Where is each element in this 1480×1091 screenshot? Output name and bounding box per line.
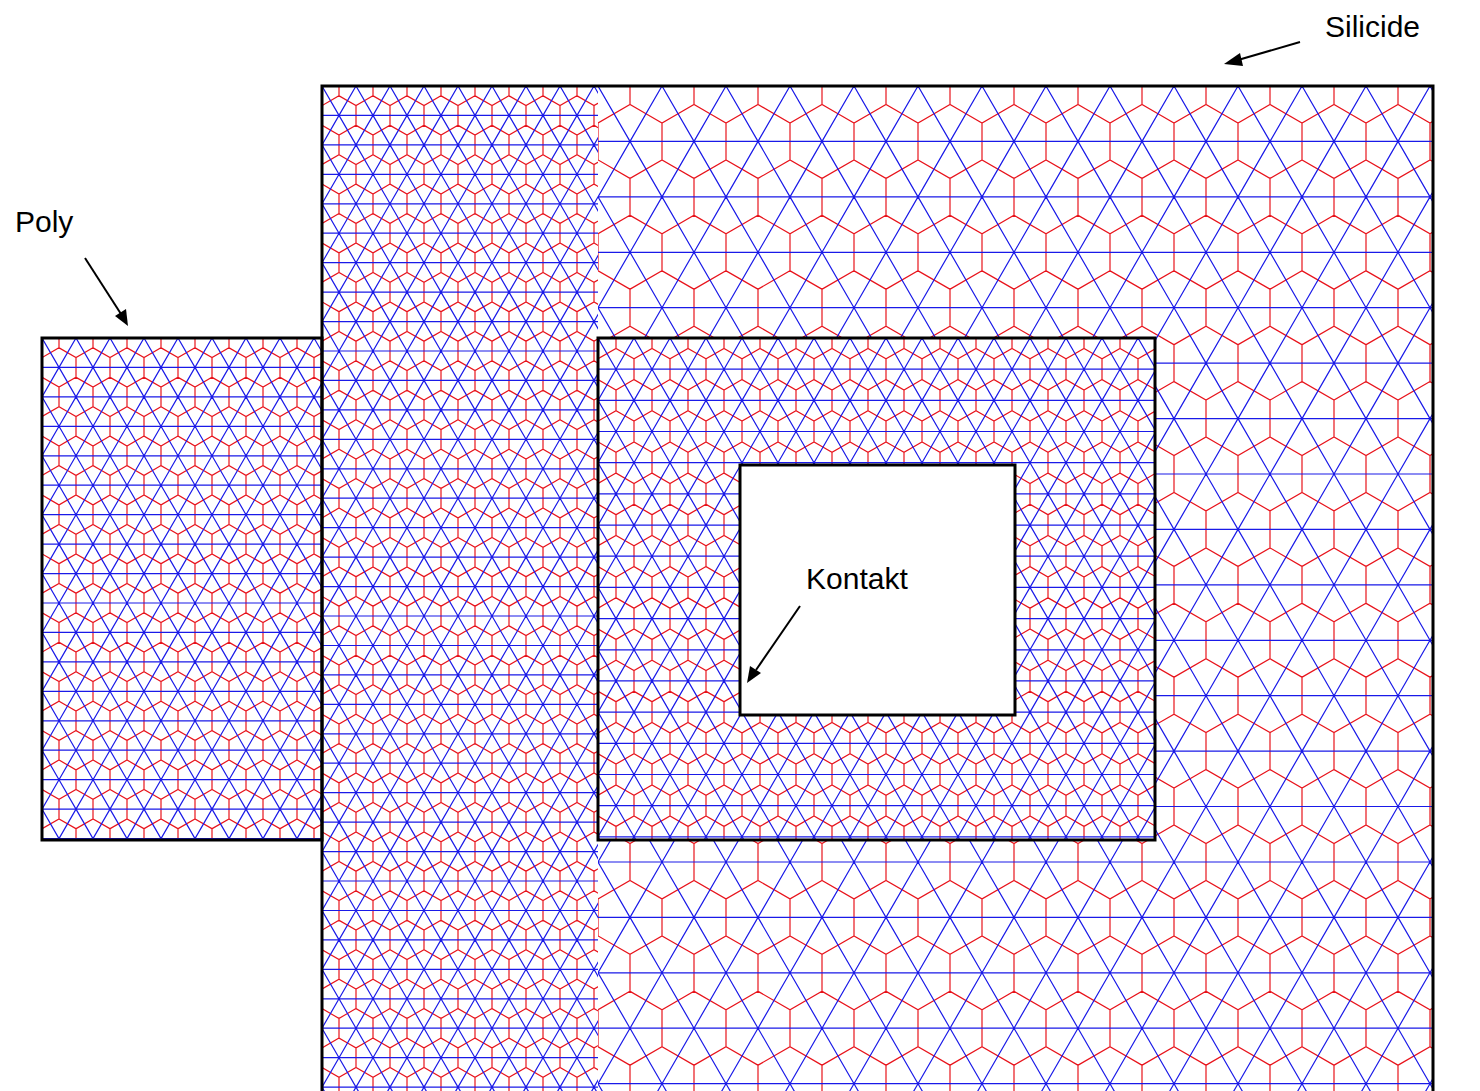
leader-line [1238,42,1300,60]
delaunay-edges [438,31,1480,1091]
leader-line [85,258,121,314]
arrowhead [1224,53,1243,66]
delaunay-edges [322,86,598,1091]
delaunay-edges [42,338,322,840]
delaunay-edges [508,307,1300,962]
contact-region [740,465,1015,715]
inner-outline [598,338,1155,840]
part-name: Poly [15,205,73,240]
arrowhead [747,666,761,683]
leader-line [756,606,800,670]
voronoi-edges [438,0,1480,1091]
part-name: Silicide [1325,10,1420,45]
poly-mesh [42,338,322,840]
silicide-mesh-coarse [438,0,1480,1091]
arrowhead [115,309,128,326]
silicide-outline [322,86,1433,1091]
poly-outline [42,338,322,840]
part-name: Kontakt [806,562,908,597]
contact-surround-mesh [508,286,1300,962]
silicide-mesh-fine [322,86,598,1091]
